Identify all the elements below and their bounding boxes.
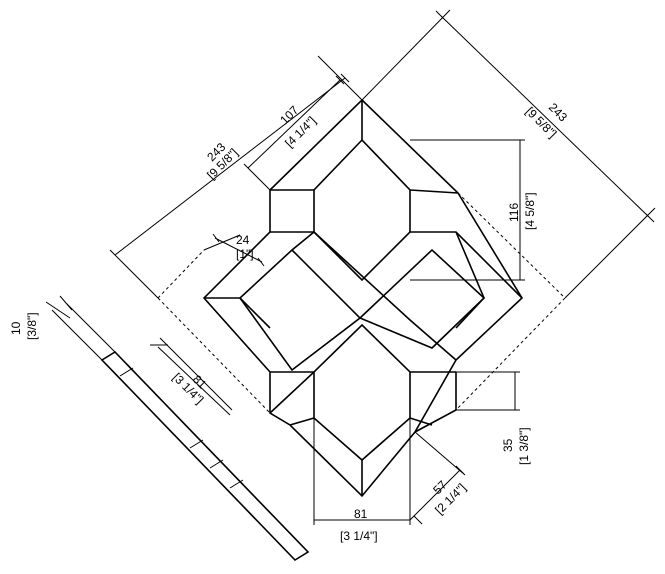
profile-ticks (119, 367, 244, 489)
dim-81-bottom-mm: 81 (354, 507, 368, 521)
thickness-ext-lines (45, 295, 116, 361)
dimension-labels: 243 [9 5/8"] 243 [9 5/8"] 107 [4 1/4"] 1… (9, 100, 570, 543)
side-profile (45, 295, 310, 562)
center-cross-d (204, 231, 315, 329)
center-cross-a (270, 231, 457, 361)
lower-left-notch (269, 371, 315, 414)
dimension-lines (109, 9, 656, 525)
dim-10-inch: [3/8"] (25, 312, 39, 340)
main-part (157, 98, 566, 498)
upper-right-band (361, 100, 459, 232)
hidden-outline (157, 192, 566, 414)
lower-point-panel (289, 417, 433, 496)
dim-116-inch: [4 5/8"] (523, 192, 537, 230)
dim-116-mm: 116 (507, 203, 521, 222)
dim-24-mm: 24 (236, 233, 250, 247)
dim-35-mm: 35 (501, 438, 515, 452)
lower-band (270, 323, 456, 418)
center-cross-b (313, 231, 411, 282)
upper-left-band (270, 139, 363, 232)
dim-35-inch: [1 3/8"] (517, 427, 531, 465)
dim-10-mm: 10 (9, 321, 23, 335)
dim-24-inch: [1"] (236, 247, 254, 261)
lower-right-notch (414, 372, 457, 433)
outer-outline (202, 98, 524, 498)
dim-81-bottom-inch: [3 1/4"] (340, 529, 378, 543)
left-inner-panel (239, 249, 362, 372)
profile-strip (100, 350, 310, 562)
right-inner-panel (358, 248, 486, 349)
